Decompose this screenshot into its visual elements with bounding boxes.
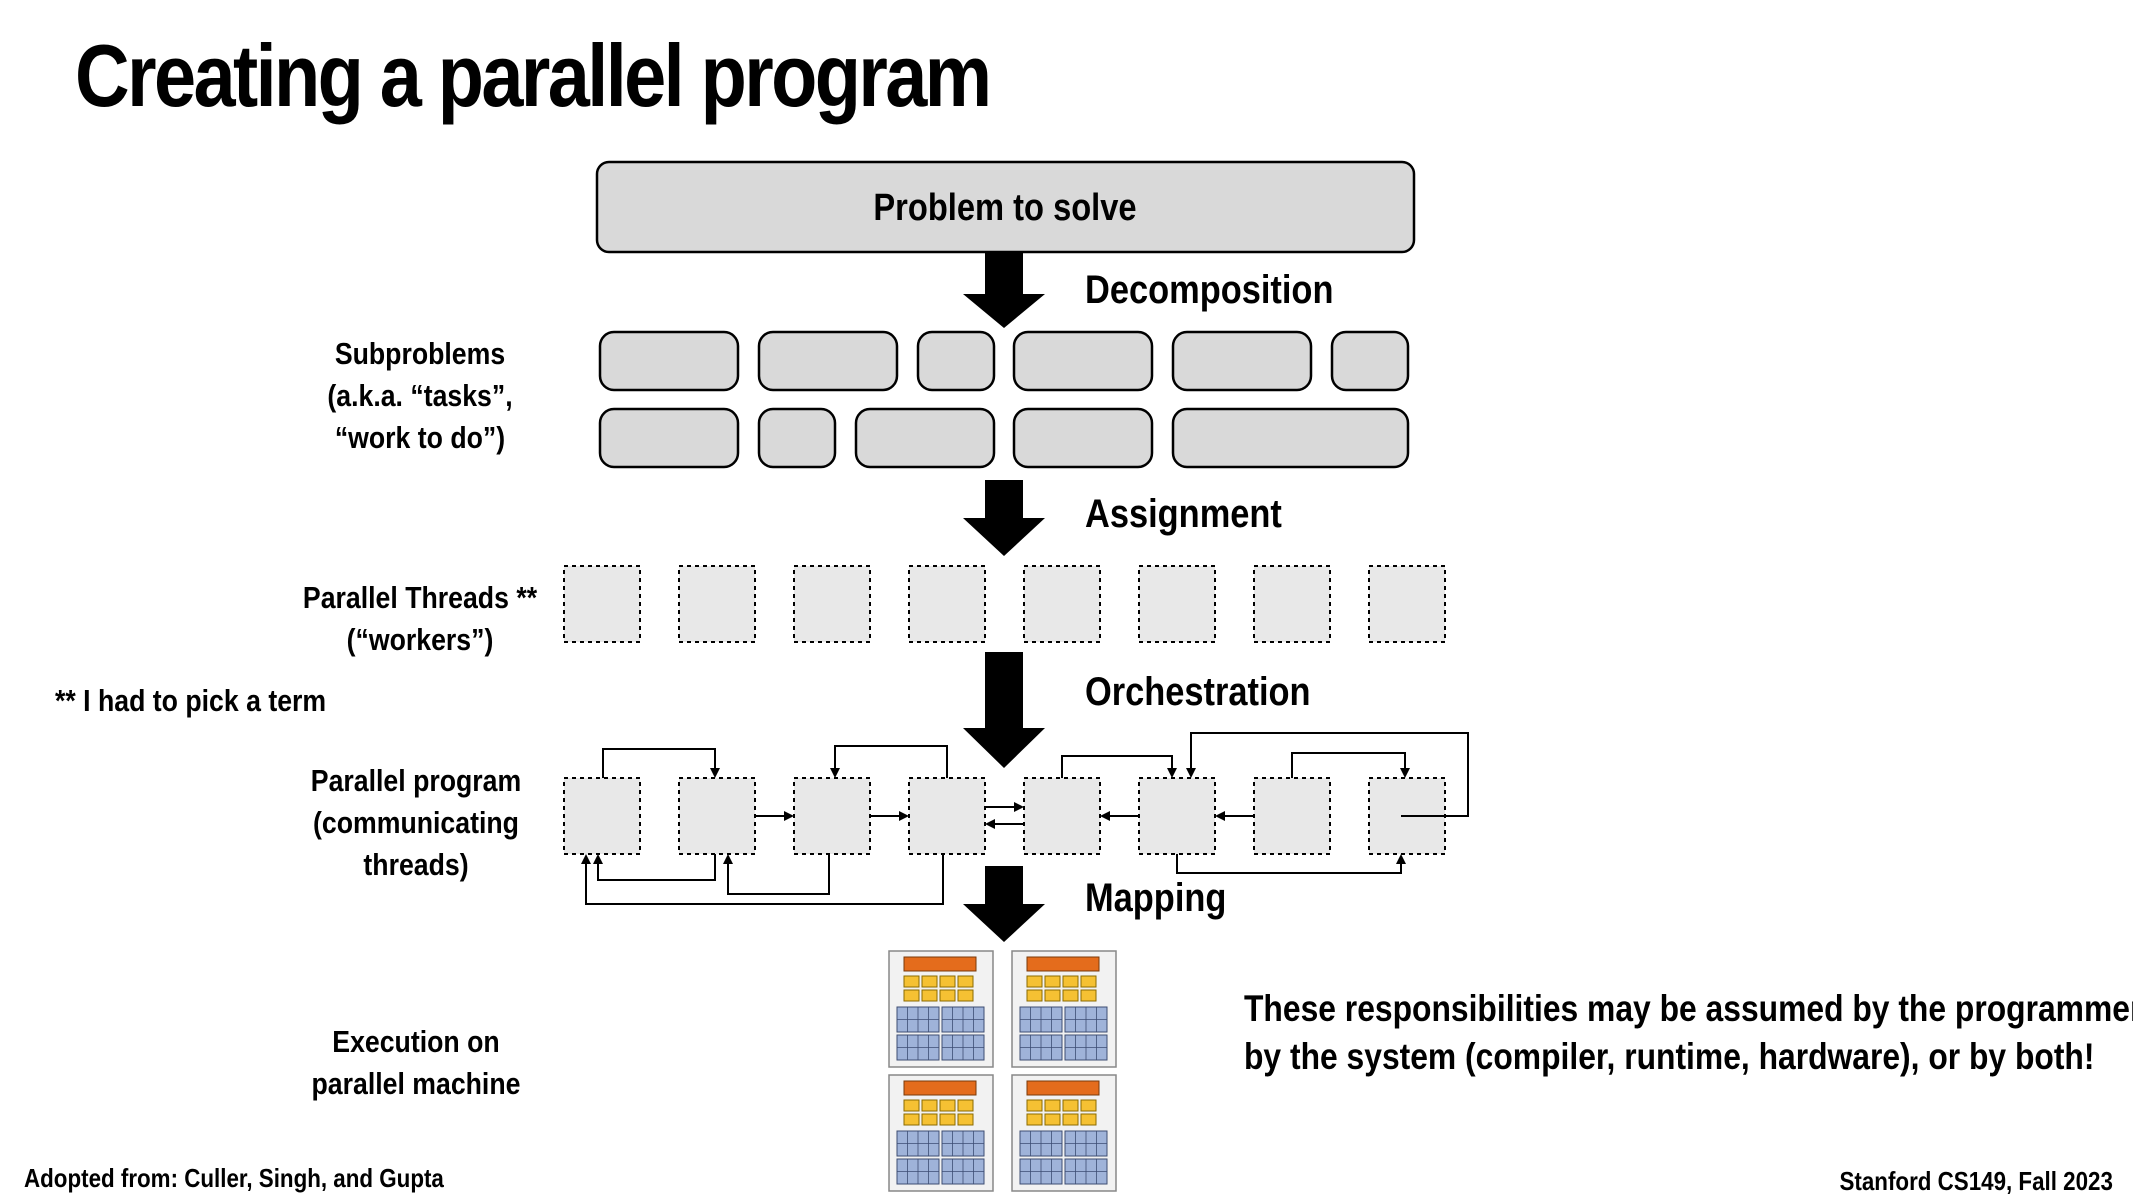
footnote-term: ** I had to pick a term [55,683,327,718]
course-label: Stanford CS149, Fall 2023 [1839,1166,2113,1196]
cpu-chip-icon [1011,1074,1117,1192]
slide-title: Creating a parallel program [75,26,992,125]
task-box [757,330,899,392]
thread-boxes [563,565,1446,643]
thread-box [1253,565,1331,643]
step-mapping: Mapping [1085,876,1227,920]
program-thread-boxes [563,777,1446,855]
task-box [1330,330,1410,392]
thread-box [908,565,986,643]
thread-box [563,777,641,855]
thread-box [793,565,871,643]
thread-box [908,777,986,855]
down-arrow-icon [963,652,1045,768]
responsibilities-note: These responsibilities may be assumed by… [1244,988,2133,1077]
subproblem-tasks [598,330,1410,469]
thread-box [1023,565,1101,643]
step-assignment: Assignment [1085,492,1282,536]
task-box [854,407,996,469]
communication-arrows [581,732,1469,905]
task-box [598,407,740,469]
label-parallel-program: Parallel program (communicating threads) [310,763,522,882]
label-execution: Execution on parallel machine [311,1024,521,1101]
thread-box [678,565,756,643]
thread-box [678,777,756,855]
cpu-chip-icon [1011,950,1117,1068]
label-subproblems: Subproblems (a.k.a. “tasks”, “work to do… [327,336,513,455]
credit-text: Adopted from: Culler, Singh, and Gupta [24,1163,444,1193]
thread-box [1023,777,1101,855]
task-box [916,330,996,392]
thread-box [1253,777,1331,855]
task-box [757,407,837,469]
label-parallel-threads: Parallel Threads ** (“workers”) [302,580,538,657]
problem-box: Problem to solve [595,160,1416,254]
cpu-chip-icon [888,950,994,1068]
task-box [1012,330,1154,392]
task-box [1171,330,1313,392]
step-decomposition: Decomposition [1085,268,1334,312]
parallel-machine [888,950,1117,1192]
down-arrow-icon [963,480,1045,556]
cpu-chip-icon [888,1074,994,1192]
down-arrow-icon [963,866,1045,942]
thread-box [793,777,871,855]
down-arrow-icon [963,252,1045,328]
problem-box-label: Problem to solve [873,186,1136,229]
task-box [1012,407,1154,469]
thread-box [1368,565,1446,643]
thread-box [563,565,641,643]
thread-box [1138,565,1216,643]
step-orchestration: Orchestration [1085,670,1311,714]
thread-box [1138,777,1216,855]
task-box [598,330,740,392]
task-box [1171,407,1410,469]
